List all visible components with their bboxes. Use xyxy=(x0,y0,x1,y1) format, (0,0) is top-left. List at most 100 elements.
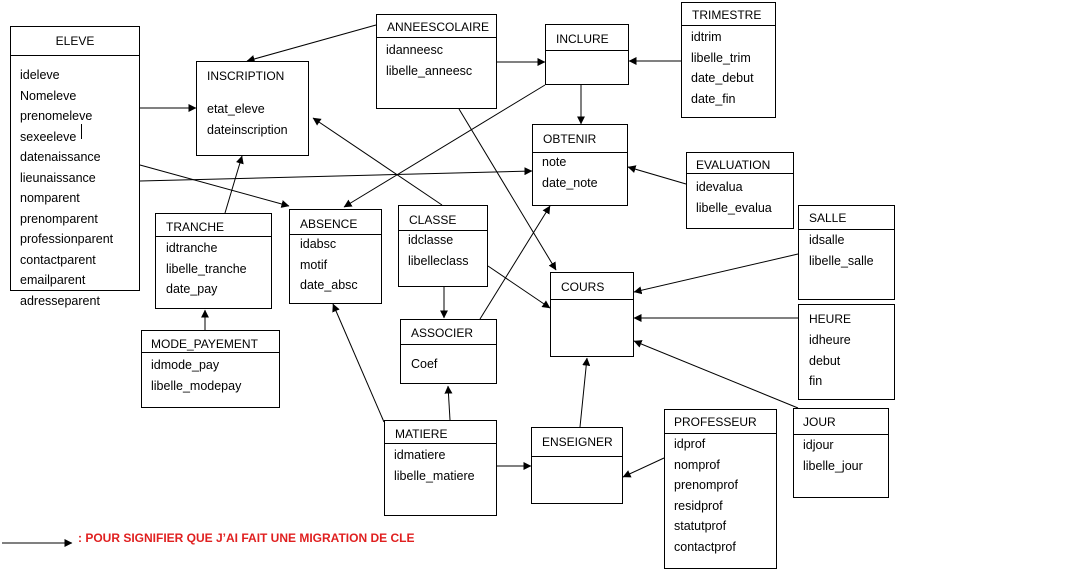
attribute: prenomprof xyxy=(674,478,738,492)
attribute: residprof xyxy=(674,498,723,513)
attribute: date_debut xyxy=(691,71,754,85)
arrow-evaluation-obtenir xyxy=(627,165,687,185)
entity-title: ASSOCIER xyxy=(411,326,474,340)
arrow-eleve-absence xyxy=(139,164,290,208)
entity-attributes: Coef xyxy=(411,354,437,375)
attribute: note xyxy=(542,155,567,169)
entity-title: HEURE xyxy=(809,312,852,326)
entity-attributes: idmatiere libelle_matiere xyxy=(394,445,475,486)
entity-divider xyxy=(532,456,622,457)
entity-divider xyxy=(401,344,496,345)
arrow-salle-cours xyxy=(633,253,799,295)
attribute: date_absc xyxy=(300,278,358,292)
attribute: libelle_evalua xyxy=(696,200,772,215)
arrow-matiere-associer xyxy=(444,385,453,421)
entity-obtenir: OBTENIR note date_note xyxy=(532,124,628,206)
entity-anneescolaire: ANNEESCOLAIRE idanneesc libelle_anneesc xyxy=(376,14,497,109)
attribute: datenaissance xyxy=(20,150,101,164)
attribute: idjour xyxy=(803,438,834,452)
entity-title: CLASSE xyxy=(409,213,457,227)
entity-enseigner: ENSEIGNER xyxy=(531,427,623,504)
arrow-anneescolaire-inscription xyxy=(246,24,377,63)
attribute: prenomparent xyxy=(20,211,98,226)
attribute: idheure xyxy=(809,333,851,347)
attribute: libelle_trim xyxy=(691,50,751,65)
entity-title: ANNEESCOLAIRE xyxy=(387,20,490,34)
entity-title: MODE_PAYEMENT xyxy=(151,337,258,351)
attribute: emailparent xyxy=(20,273,86,287)
attribute: debut xyxy=(809,353,841,368)
attribute: statutprof xyxy=(674,519,727,533)
entity-associer: ASSOCIER Coef xyxy=(400,319,497,384)
attribute: idanneesc xyxy=(386,43,443,57)
attribute: libelle_anneesc xyxy=(386,63,473,78)
arrow-enseigner-cours xyxy=(579,357,591,428)
attribute: libelle_matiere xyxy=(394,468,475,483)
attribute: contactparent xyxy=(20,252,96,267)
attribute: idtranche xyxy=(166,241,218,255)
entity-divider xyxy=(546,50,628,51)
entity-divider xyxy=(142,352,279,353)
entity-title: JOUR xyxy=(803,415,836,429)
text-cursor xyxy=(81,124,82,139)
attribute: contactprof xyxy=(674,539,736,554)
entity-inscription: INSCRIPTION etat_eleve dateinscription xyxy=(196,61,309,156)
entity-title: SALLE xyxy=(809,211,847,225)
entity-title: MATIERE xyxy=(395,427,448,441)
entity-attributes: idanneesc libelle_anneesc xyxy=(386,40,472,81)
entity-inclure: INCLURE xyxy=(545,24,629,85)
entity-divider xyxy=(551,299,633,300)
entity-divider xyxy=(156,236,271,237)
entity-divider xyxy=(682,25,775,26)
attribute: dateinscription xyxy=(207,122,288,137)
arrow-matiere-absence xyxy=(332,303,385,423)
entity-divider xyxy=(11,55,139,56)
attribute: Coef xyxy=(411,357,438,371)
attribute: idmatiere xyxy=(394,448,446,462)
entity-jour: JOUR idjour libelle_jour xyxy=(793,408,889,498)
attribute: idsalle xyxy=(809,233,845,247)
attribute: lieunaissance xyxy=(20,170,96,185)
entity-divider xyxy=(290,234,381,235)
attribute: motif xyxy=(300,257,328,272)
entity-divider xyxy=(377,37,496,38)
arrow-associer-obtenir xyxy=(479,205,551,320)
attribute: date_note xyxy=(542,175,598,190)
attribute: date_fin xyxy=(691,91,736,106)
entity-title: INSCRIPTION xyxy=(207,69,285,83)
entity-title: ABSENCE xyxy=(300,217,358,231)
entity-title: INCLURE xyxy=(556,32,609,46)
entity-divider xyxy=(687,173,793,174)
attribute: idclasse xyxy=(408,233,454,247)
arrow-classe-cours xyxy=(487,265,551,309)
entity-title: OBTENIR xyxy=(543,132,597,146)
arrow-jour-cours xyxy=(633,340,799,409)
attribute: libelle_salle xyxy=(809,253,874,268)
entity-matiere: MATIERE idmatiere libelle_matiere xyxy=(384,420,497,516)
attribute: professionparent xyxy=(20,232,114,246)
attribute: sexeeleve xyxy=(20,129,77,144)
attribute: nomprof xyxy=(674,457,720,472)
attribute: libelle_tranche xyxy=(166,261,247,276)
entity-title: COURS xyxy=(561,280,605,294)
attribute: idmode_pay xyxy=(151,358,220,372)
attribute: nomparent xyxy=(20,191,80,205)
attribute: etat_eleve xyxy=(207,102,265,116)
entity-title: EVALUATION xyxy=(696,158,771,172)
attribute: ideleve xyxy=(20,68,60,82)
entity-attributes: idjour libelle_jour xyxy=(803,435,863,476)
attribute: libelle_jour xyxy=(803,458,863,473)
